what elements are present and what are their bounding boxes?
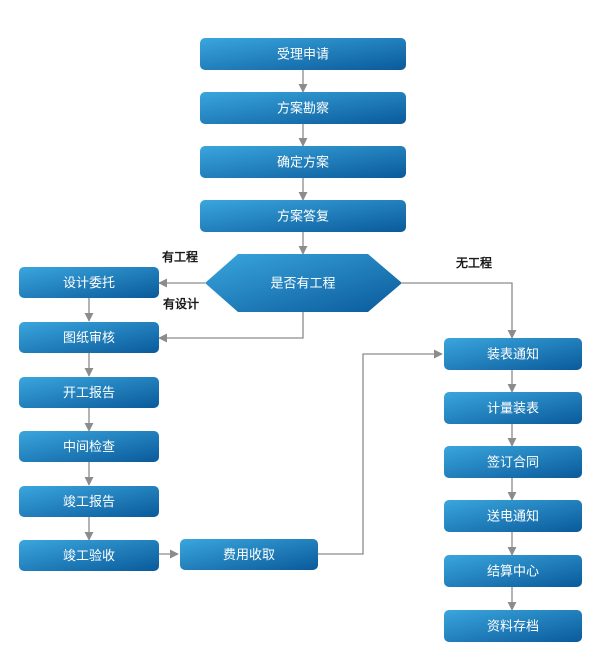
node-power-notice: 送电通知 [444, 500, 582, 532]
node-midterm-inspection: 中间检查 [19, 431, 159, 462]
edges [84, 70, 517, 611]
node-label: 是否有工程 [270, 277, 335, 292]
node-label: 竣工验收 [63, 548, 115, 564]
node-meter-install: 计量装表 [444, 392, 582, 424]
edge-fee-to-meter-notice [318, 349, 443, 555]
node-sign-contract: 签订合同 [444, 446, 582, 478]
node-label: 签订合同 [487, 455, 539, 471]
node-billing-center: 结算中心 [444, 555, 582, 587]
node-confirm-plan: 确定方案 [200, 146, 406, 178]
node-label: 方案答复 [277, 209, 329, 225]
node-label: 中间检查 [63, 440, 115, 455]
node-label: 图纸审核 [63, 331, 115, 346]
node-construction-start-report: 开工报告 [19, 377, 159, 408]
node-plan-survey: 方案勘察 [200, 92, 406, 124]
edge-label-no-project: 无工程 [455, 255, 492, 270]
node-label: 结算中心 [487, 565, 539, 580]
node-label: 计量装表 [487, 402, 539, 417]
node-label: 费用收取 [223, 548, 275, 563]
node-accept-application: 受理申请 [200, 38, 406, 70]
nodes: 受理申请 方案勘察 确定方案 方案答复 是否有工程 设计委托 图纸审核 [19, 38, 582, 642]
node-design-commission: 设计委托 [19, 267, 159, 298]
edge-decision-to-meter-notice [402, 282, 517, 339]
edge-label-has-project: 有工程 [162, 249, 198, 264]
node-label: 资料存档 [487, 620, 539, 635]
node-has-project-decision: 是否有工程 [205, 254, 402, 312]
node-meter-install-notice: 装表通知 [444, 338, 582, 370]
node-archive: 资料存档 [444, 610, 582, 642]
node-label: 竣工报告 [63, 495, 115, 510]
node-label: 确定方案 [277, 155, 329, 171]
edge-label-has-design: 有设计 [163, 296, 199, 311]
node-fee-collection: 费用收取 [180, 539, 318, 570]
edge-labels: 有工程 有设计 无工程 [162, 249, 492, 311]
node-label: 送电通知 [487, 509, 539, 525]
node-label: 受理申请 [277, 48, 329, 63]
node-label: 方案勘察 [277, 101, 329, 117]
node-label: 开工报告 [63, 386, 115, 401]
node-completion-acceptance: 竣工验收 [19, 540, 159, 571]
node-label: 装表通知 [487, 347, 539, 363]
node-label: 设计委托 [63, 276, 115, 291]
node-completion-report: 竣工报告 [19, 486, 159, 517]
node-drawing-review: 图纸审核 [19, 322, 159, 353]
node-plan-reply: 方案答复 [200, 200, 406, 232]
edge-decision-to-drawing-review [158, 312, 304, 343]
